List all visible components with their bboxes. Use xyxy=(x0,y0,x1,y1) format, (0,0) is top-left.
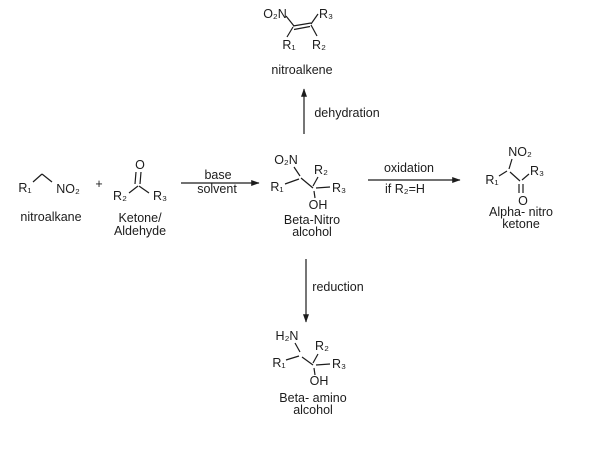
beta-amino-r2-label: R₂ xyxy=(315,338,329,353)
beta-amino-r1-label: R₁ xyxy=(272,355,286,370)
alpha-nitro-ketone-bonds xyxy=(498,158,530,193)
nitroalkane-bonds xyxy=(32,173,53,183)
bond-c2-oh xyxy=(313,190,316,199)
beta-nitro-r2-label: R₂ xyxy=(314,162,328,177)
beta-nitro-r1-label: R₁ xyxy=(270,179,284,194)
beta-nitro-o2n-label: O₂N xyxy=(274,152,298,167)
nitroalkene-o2n-label: O₂N xyxy=(263,6,287,21)
alpha-nitro-name-line1: Alpha- nitro xyxy=(489,204,553,219)
reduction-label: reduction xyxy=(312,279,364,294)
bond-c1-c2 xyxy=(301,356,314,366)
bond-c-n xyxy=(41,173,53,183)
bond-n-c1 xyxy=(293,166,301,177)
beta-amino-oh-label: OH xyxy=(309,373,329,388)
double-bond-lower xyxy=(293,25,311,31)
beta-nitro-oh-label: OH xyxy=(308,197,328,212)
nitroalkene-bonds xyxy=(285,13,319,38)
ketone-bonds xyxy=(128,171,150,194)
bond-r1-c xyxy=(32,173,43,183)
nitroalkane-no2-label: NO₂ xyxy=(56,181,80,196)
beta-amino-name-line2: alcohol xyxy=(293,402,333,417)
ketone-name-line2: Aldehyde xyxy=(113,223,167,238)
ketone-r3-label: R₃ xyxy=(152,188,168,203)
oxidation-label: oxidation xyxy=(383,160,435,175)
bond-c2-r3 xyxy=(315,186,331,189)
base-label: base xyxy=(204,167,232,182)
plus-sign: + xyxy=(95,176,103,191)
nitroalkane-name: nitroalkane xyxy=(20,209,82,224)
beta-nitro-alcohol-bonds xyxy=(284,166,331,199)
bond-c2-r3 xyxy=(310,13,319,25)
ketone-name-line1: Ketone/ xyxy=(118,210,162,225)
ketone-o-label: O xyxy=(135,157,145,172)
bond-r1-c1 xyxy=(285,355,300,361)
bond-r1-c1 xyxy=(284,178,300,185)
beta-nitro-name-line2: alcohol xyxy=(292,224,332,239)
bond-c2-r3 xyxy=(521,173,530,181)
bond-c1-r1 xyxy=(286,26,294,38)
beta-amino-h2n-label: H₂N xyxy=(275,328,299,343)
beta-amino-r3-label: R₃ xyxy=(331,356,347,371)
nitroalkene-r1-label: R₁ xyxy=(282,37,296,52)
alpha-nitro-o-label: O xyxy=(518,193,528,208)
beta-amino-name-line1: Beta- amino xyxy=(279,390,347,405)
bond-c2-r2 xyxy=(312,176,319,187)
bond-n-c1 xyxy=(294,342,301,353)
bond-n-c1 xyxy=(285,15,295,27)
nitroalkene-r2-label: R₂ xyxy=(312,37,326,52)
bond-c1-c2 xyxy=(509,171,521,182)
bond-c2-r2 xyxy=(312,353,319,364)
beta-nitro-name-line1: Beta-Nitro xyxy=(283,212,341,227)
alpha-nitro-no2-label: NO₂ xyxy=(508,144,532,159)
bond-r1-c1 xyxy=(498,170,508,177)
bond-c2-oh xyxy=(313,367,316,376)
co-double-bond-1 xyxy=(134,171,137,185)
oxidation-condition-label: if R₂=H xyxy=(385,181,425,196)
alpha-nitro-name-line2: ketone xyxy=(502,216,540,231)
alpha-nitro-r3-label: R₃ xyxy=(529,163,545,178)
bond-c-r2 xyxy=(128,185,139,194)
beta-amino-alcohol-bonds xyxy=(285,342,331,376)
bond-c1-c2 xyxy=(300,177,314,189)
alpha-nitro-r1-label: R₁ xyxy=(485,172,499,187)
dehydration-label: dehydration xyxy=(314,105,380,120)
co-double-bond-2 xyxy=(139,171,142,185)
bond-c2-r3 xyxy=(315,363,331,366)
ketone-r2-label: R₂ xyxy=(113,188,127,203)
bond-c-r3 xyxy=(138,185,150,194)
nitroalkene-name: nitroalkene xyxy=(271,62,333,77)
nitroalkane-r1-label: R₁ xyxy=(18,180,32,195)
double-bond-upper xyxy=(292,22,312,27)
bond-c2-r2 xyxy=(310,24,318,37)
nitroalkene-r3-label: R₃ xyxy=(318,6,334,21)
beta-nitro-r3-label: R₃ xyxy=(331,180,347,195)
bond-n-c1 xyxy=(508,158,513,170)
solvent-label: solvent xyxy=(197,181,237,196)
